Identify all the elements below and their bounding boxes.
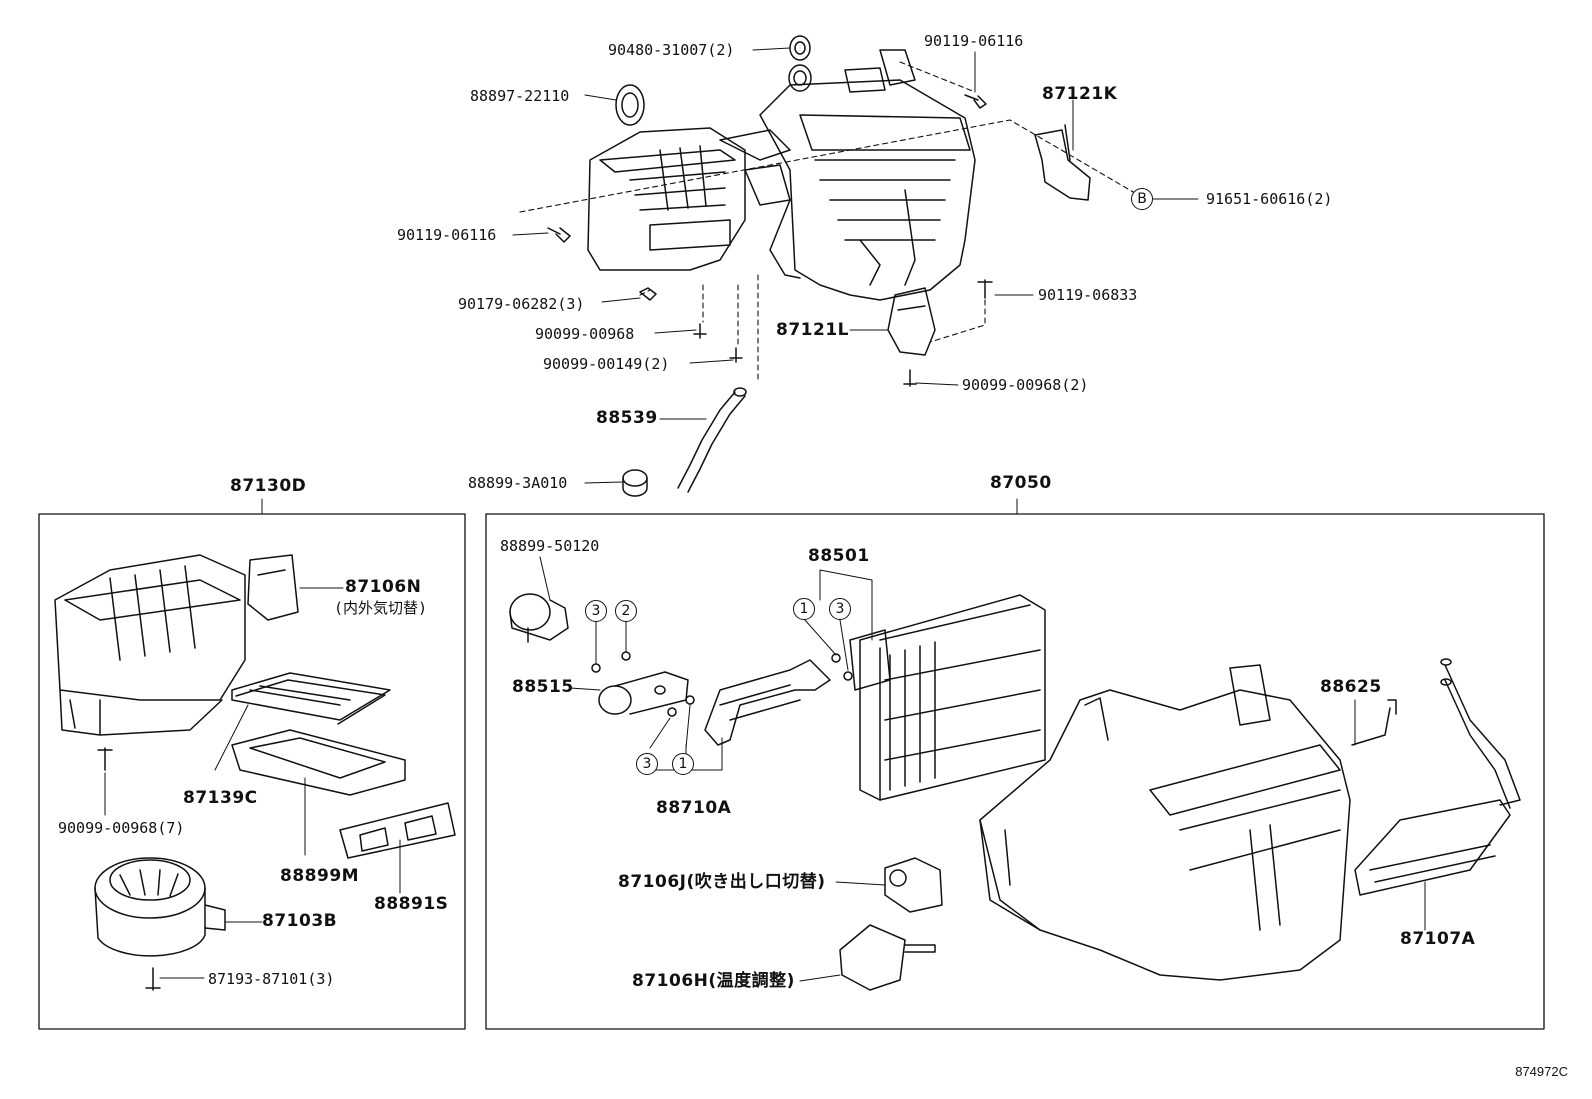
bracket-87121l xyxy=(887,287,936,356)
part-label-88891s: 88891S xyxy=(374,894,449,914)
part-label-88501: 88501 xyxy=(808,546,870,566)
part-label-90119-06116-top: 90119-06116 xyxy=(924,32,1024,50)
part-label-87106j: 87106J(吹き出し口切替) xyxy=(618,872,826,892)
part-label-88539: 88539 xyxy=(596,408,658,428)
part-label-90099-00968: 90099-00968 xyxy=(535,325,635,343)
part-label-87139c: 87139C xyxy=(183,788,258,808)
figure-id: 874972C xyxy=(1515,1064,1568,1079)
ref-circle-3: 3 xyxy=(636,753,658,775)
part-label-90119-06833: 90119-06833 xyxy=(1038,286,1138,304)
part-label-90480-31007: 90480-31007(2) xyxy=(608,41,735,59)
part-label-88710a: 88710A xyxy=(656,798,732,818)
ref-circle-b: B xyxy=(1131,188,1153,210)
part-label-90099-00968-7: 90099-00968(7) xyxy=(58,819,185,837)
box-title-87130d: 87130D xyxy=(230,476,307,496)
servo-87106j xyxy=(884,857,943,913)
part-label-88515: 88515 xyxy=(512,677,574,697)
cover-88891s xyxy=(339,802,456,859)
sensor-88899-50120 xyxy=(509,593,569,643)
sensor-88625 xyxy=(1351,699,1397,746)
part-label-87106n-note: (内外気切替) xyxy=(334,599,428,617)
ref-circle-1: 1 xyxy=(793,598,815,620)
part-label-87106h: 87106H(温度調整) xyxy=(632,971,795,991)
ref-circle-3: 3 xyxy=(829,598,851,620)
part-label-87106n: 87106N xyxy=(345,577,422,597)
part-label-90179-06282: 90179-06282(3) xyxy=(458,295,585,313)
valve-88515 xyxy=(598,671,689,715)
bracket-87121k xyxy=(1034,124,1091,201)
ref-circle-3: 3 xyxy=(585,600,607,622)
heater-unit-upper xyxy=(759,49,976,301)
ref-circle-2: 2 xyxy=(615,600,637,622)
box-87050 xyxy=(485,513,1545,1030)
part-label-90099-00149: 90099-00149(2) xyxy=(543,355,670,373)
part-label-90119-06116-left: 90119-06116 xyxy=(397,226,497,244)
part-label-88899-3a010: 88899-3A010 xyxy=(468,474,568,492)
o-rings xyxy=(591,651,853,717)
part-label-88625: 88625 xyxy=(1320,677,1382,697)
box-87130d xyxy=(38,513,466,1030)
part-label-88899m: 88899M xyxy=(280,866,360,886)
part-label-88899-50120: 88899-50120 xyxy=(500,537,600,555)
part-label-88897-22110: 88897-22110 xyxy=(470,87,570,105)
blower-case-87130d xyxy=(54,554,246,736)
blower-case-upper xyxy=(587,127,791,271)
pipe-88710a xyxy=(704,659,831,746)
heater-unit-lower xyxy=(979,664,1351,981)
filter-87139c xyxy=(231,672,391,725)
ref-circle-1: 1 xyxy=(672,753,694,775)
evaporator-88501 xyxy=(849,594,1046,801)
heater-core-87107a xyxy=(1354,658,1521,896)
part-label-87121k: 87121K xyxy=(1042,84,1118,104)
servo-87106n xyxy=(247,554,299,621)
filter-case-88899m xyxy=(231,729,406,796)
blower-motor-87103b xyxy=(94,857,226,957)
drain-hose-88539 xyxy=(677,387,747,493)
part-label-91651-60616: 91651-60616(2) xyxy=(1206,190,1333,208)
part-label-87107a: 87107A xyxy=(1400,929,1476,949)
box-title-87050: 87050 xyxy=(990,473,1052,493)
part-label-87103b: 87103B xyxy=(262,911,338,931)
part-label-87193-87101: 87193-87101(3) xyxy=(208,970,335,988)
grommets-top xyxy=(615,35,812,126)
leader-lines xyxy=(104,47,1426,982)
servo-87106h xyxy=(839,924,936,991)
screws-top xyxy=(547,94,993,387)
part-label-87121l: 87121L xyxy=(776,320,849,340)
screws-87130d xyxy=(97,747,161,991)
part-label-90099-00968-2: 90099-00968(2) xyxy=(962,376,1089,394)
grommet-88899-3a010 xyxy=(622,469,648,497)
